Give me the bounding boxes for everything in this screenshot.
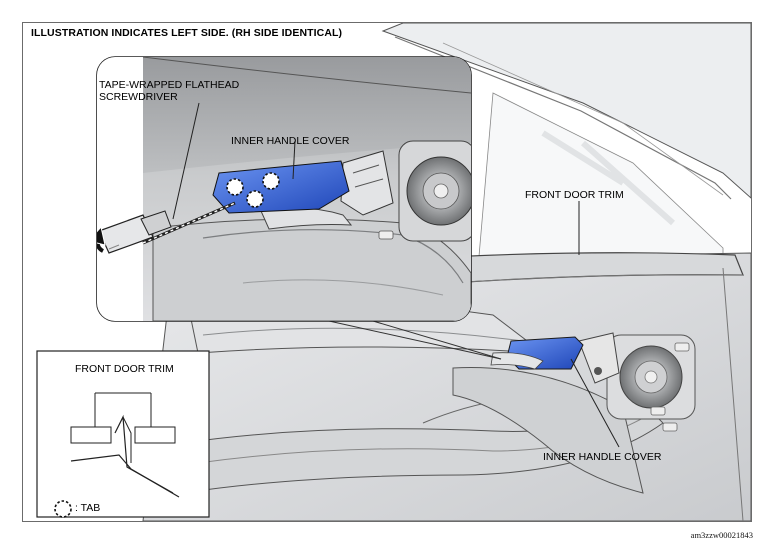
tab-marker <box>262 172 280 190</box>
tape-wrapped-screwdriver <box>98 201 236 254</box>
label-screwdriver: TAPE-WRAPPED FLATHEAD SCREWDRIVER <box>99 79 240 103</box>
tab-cross-section <box>70 392 180 498</box>
tab-marker <box>226 178 244 196</box>
tab-legend-symbol <box>54 500 72 518</box>
diagram-frame: ILLUSTRATION INDICATES LEFT SIDE. (RH SI… <box>22 22 752 522</box>
image-code: am3zzw00021843 <box>690 530 753 540</box>
pry-direction-arrow <box>97 225 106 255</box>
door-trim-illustration <box>36 23 751 521</box>
illustration-title: ILLUSTRATION INDICATES LEFT SIDE. (RH SI… <box>31 27 343 39</box>
door-speaker-main <box>606 334 696 420</box>
zoom-detail-view <box>96 56 472 322</box>
label-front-door-trim-legend: FRONT DOOR TRIM <box>75 363 174 375</box>
door-speaker-zoom <box>378 140 471 242</box>
label-inner-handle-cover-zoom: INNER HANDLE COVER <box>231 135 350 147</box>
label-inner-handle-cover-main: INNER HANDLE COVER <box>543 451 662 463</box>
inner-handle-cover-main <box>490 336 584 370</box>
label-front-door-trim-main: FRONT DOOR TRIM <box>525 189 624 201</box>
legend-inset <box>36 350 210 518</box>
label-tab-legend: : TAB <box>75 502 101 514</box>
inner-handle-cover-zoom <box>212 160 350 214</box>
tab-marker <box>246 190 264 208</box>
